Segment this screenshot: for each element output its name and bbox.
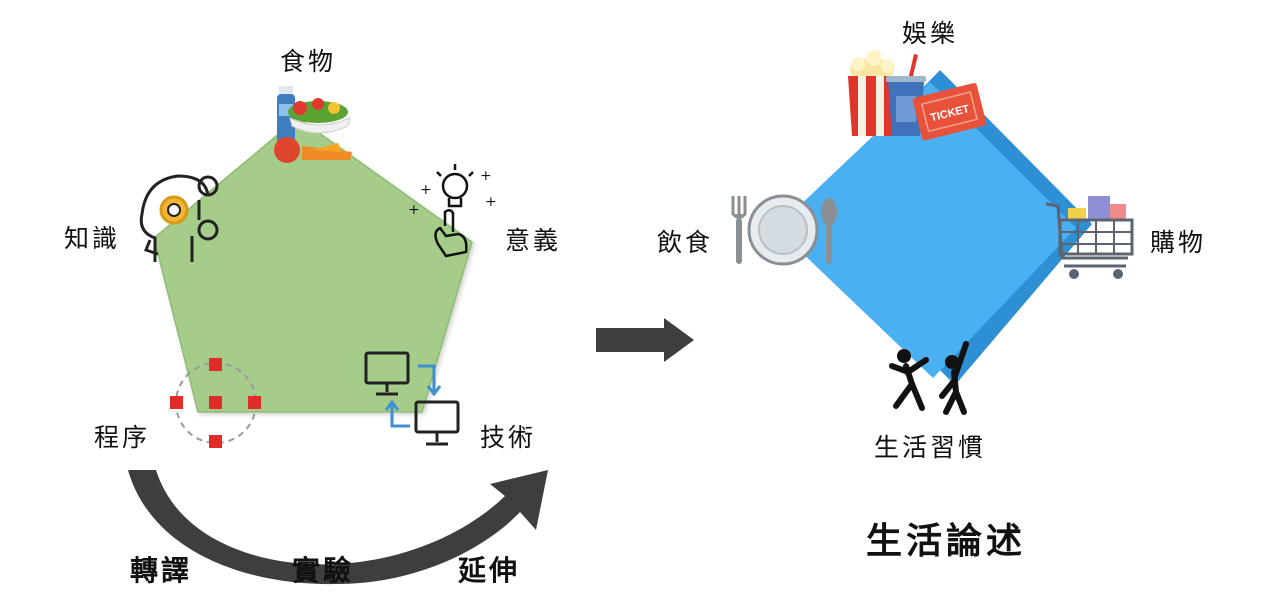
- cycle-arrow: [128, 470, 548, 585]
- plate-cutlery-icon: [731, 194, 837, 266]
- framework-pentagon: [153, 117, 473, 413]
- node-entertainment: 娛樂: [902, 19, 959, 48]
- life-discourse-title: 生活論述: [866, 520, 1027, 562]
- svg-text:+: +: [480, 168, 492, 184]
- ticket-icon: TICKET: [912, 83, 987, 141]
- food-bowl-icon: [274, 98, 352, 163]
- node-knowledge: 知識: [64, 224, 121, 253]
- dancers-icon: [889, 341, 969, 415]
- monitors-sync-icon: [364, 351, 460, 446]
- process-experiment: 實驗: [292, 554, 355, 587]
- head-gears-icon: [139, 174, 219, 262]
- lightbulb-hand-icon: + + + +: [408, 164, 497, 258]
- node-diet: 飲食: [657, 228, 714, 257]
- diamond-front: [776, 82, 1076, 378]
- procedure-dots-icon: [170, 358, 261, 448]
- soda-cup-icon: [886, 54, 926, 136]
- node-shopping: 購物: [1150, 228, 1207, 257]
- svg-text:+: +: [408, 202, 420, 218]
- svg-text:+: +: [420, 182, 432, 198]
- node-procedure: 程序: [94, 423, 151, 452]
- node-technique: 技術: [480, 423, 537, 452]
- water-bottle-icon: [277, 86, 295, 144]
- process-extend: 延伸: [458, 554, 521, 587]
- node-habits: 生活習慣: [874, 433, 987, 462]
- process-translate: 轉譯: [130, 554, 193, 587]
- transition-arrow: [596, 318, 694, 362]
- shopping-cart-icon: [1045, 196, 1134, 279]
- node-food: 食物: [280, 47, 337, 76]
- node-meaning: 意義: [505, 226, 562, 255]
- popcorn-icon: [848, 50, 896, 136]
- svg-text:+: +: [485, 194, 497, 210]
